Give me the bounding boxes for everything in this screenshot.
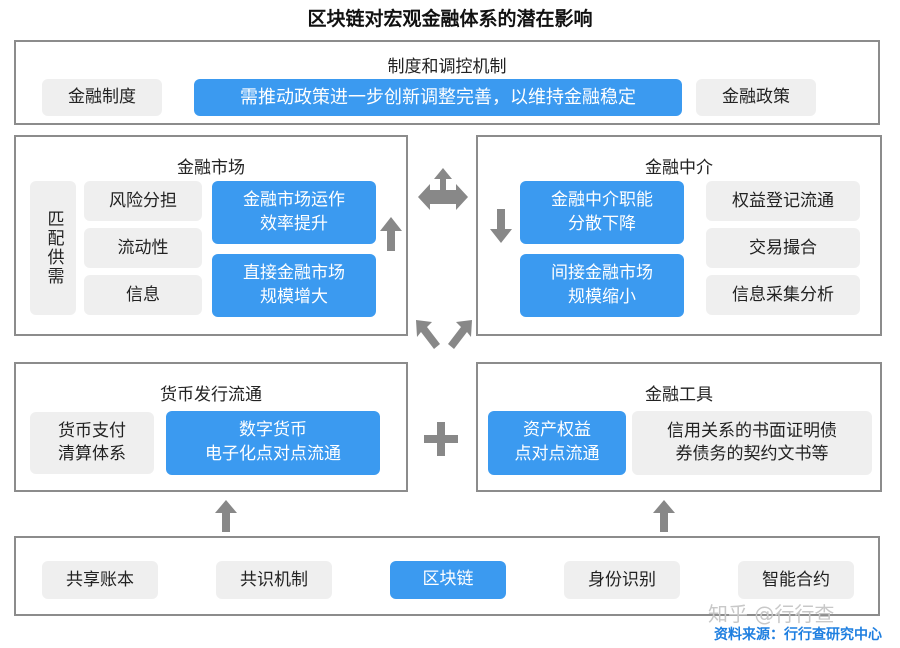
diagonal-up-right-arrow-icon <box>448 320 472 349</box>
tech-to-currency-arrow-icon <box>215 500 237 532</box>
institution-panel: 制度和调控机制 金融制度 需推动政策进一步创新调整完善，以维持金融稳定 金融政策 <box>14 40 880 125</box>
market-efficiency-box: 金融市场运作 效率提升 <box>212 181 376 244</box>
intermediary-title: 金融中介 <box>645 158 713 178</box>
asset-equity-box: 资产权益 点对点流通 <box>488 411 626 475</box>
financial-system-box: 金融制度 <box>42 79 162 116</box>
payment-clearing-box: 货币支付 清算体系 <box>30 412 154 474</box>
source-note: 资料来源：行行查研究中心 <box>714 627 882 643</box>
identity-box: 身份识别 <box>564 561 680 599</box>
direct-market-scale-box: 直接金融市场 规模增大 <box>212 254 376 317</box>
market-panel: 金融市场 匹配供需 风险分担 流动性 信息 金融市场运作 效率提升 直接金融市场… <box>14 135 408 336</box>
digital-currency-box: 数字货币 电子化点对点流通 <box>166 411 380 475</box>
currency-panel: 货币发行流通 货币支付 清算体系 数字货币 电子化点对点流通 <box>14 362 408 492</box>
shared-ledger-box: 共享账本 <box>42 561 158 599</box>
equity-registration-box: 权益登记流通 <box>706 181 860 221</box>
tools-panel: 金融工具 资产权益 点对点流通 信用关系的书面证明债 券债务的契约文书等 <box>476 362 882 492</box>
liquidity-box: 流动性 <box>84 228 202 268</box>
indirect-market-scale-box: 间接金融市场 规模缩小 <box>520 254 684 317</box>
tools-title: 金融工具 <box>645 385 713 405</box>
intermediary-panel: 金融中介 金融中介职能 分散下降 间接金融市场 规模缩小 权益登记流通 交易撮合… <box>476 135 882 336</box>
policy-innovation-box: 需推动政策进一步创新调整完善，以维持金融稳定 <box>194 79 682 116</box>
trade-matching-box: 交易撮合 <box>706 228 860 268</box>
institution-title: 制度和调控机制 <box>387 57 507 77</box>
watermark: 知乎 @行行查 <box>708 602 835 626</box>
plus-icon <box>424 422 458 456</box>
match-supply-demand-box: 匹配供需 <box>30 181 76 315</box>
blockchain-box: 区块链 <box>390 561 506 599</box>
tech-to-tools-arrow-icon <box>653 500 675 532</box>
diagonal-up-left-arrow-icon <box>416 320 440 349</box>
intermediary-function-box: 金融中介职能 分散下降 <box>520 181 684 244</box>
risk-sharing-box: 风险分担 <box>84 181 202 221</box>
market-title: 金融市场 <box>177 158 245 178</box>
consensus-box: 共识机制 <box>216 561 332 599</box>
up-arrow-icon <box>380 217 402 251</box>
down-arrow-icon <box>490 209 512 243</box>
credit-document-box: 信用关系的书面证明债 券债务的契约文书等 <box>632 411 872 475</box>
info-analysis-box: 信息采集分析 <box>706 275 860 315</box>
four-way-arrow-icon <box>418 168 468 210</box>
tech-panel: 共享账本 共识机制 区块链 身份识别 智能合约 <box>14 536 880 616</box>
smart-contract-box: 智能合约 <box>738 561 854 599</box>
financial-policy-box: 金融政策 <box>696 79 816 116</box>
information-box: 信息 <box>84 275 202 315</box>
page-title: 区块链对宏观金融体系的潜在影响 <box>307 8 593 30</box>
currency-title: 货币发行流通 <box>160 385 262 405</box>
